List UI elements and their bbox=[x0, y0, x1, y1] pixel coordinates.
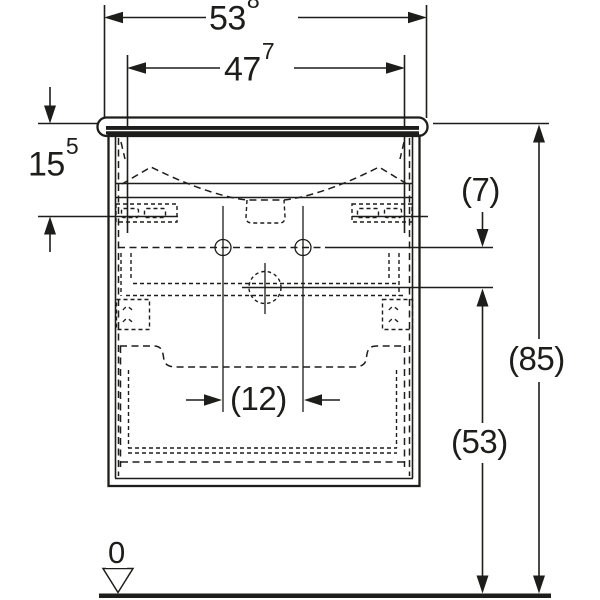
datum-triangle bbox=[101, 567, 135, 594]
dim-total-height-line bbox=[533, 124, 545, 594]
interior-rails-dashed bbox=[115, 253, 414, 331]
dim-offset-label: (7) bbox=[459, 171, 502, 208]
washbasin-top bbox=[96, 116, 429, 138]
dim-hole-spacing-label: (12) bbox=[228, 380, 289, 417]
drawer-outline-dashed bbox=[119, 345, 406, 467]
dim-inner-width-label: 477 bbox=[222, 38, 276, 89]
dim-basin-height-sup: 5 bbox=[65, 133, 79, 159]
datum-zero-label: 0 bbox=[106, 535, 127, 570]
dim-hole-spacing-line bbox=[186, 394, 340, 406]
dim-basin-height-line bbox=[38, 87, 428, 252]
dim-basin-height-label: 155 bbox=[26, 133, 80, 184]
dim-total-width-label: 538 bbox=[207, 0, 261, 36]
dim-total-height-label: (85) bbox=[506, 340, 567, 377]
floor-line bbox=[99, 593, 551, 598]
mounting-brackets bbox=[115, 203, 413, 223]
cabinet-body bbox=[107, 134, 421, 488]
basin-outline-dashed bbox=[117, 138, 411, 476]
dim-total-width-line bbox=[103, 5, 428, 118]
dim-drain-height-line bbox=[476, 288, 489, 594]
dim-offset-line bbox=[476, 212, 489, 247]
dim-drain-height-label: (53) bbox=[449, 423, 510, 460]
dim-total-width-sup: 8 bbox=[246, 0, 260, 13]
dim-inner-width-sup: 7 bbox=[261, 38, 275, 64]
drain-hole bbox=[242, 263, 493, 314]
tap-holes bbox=[118, 206, 493, 412]
